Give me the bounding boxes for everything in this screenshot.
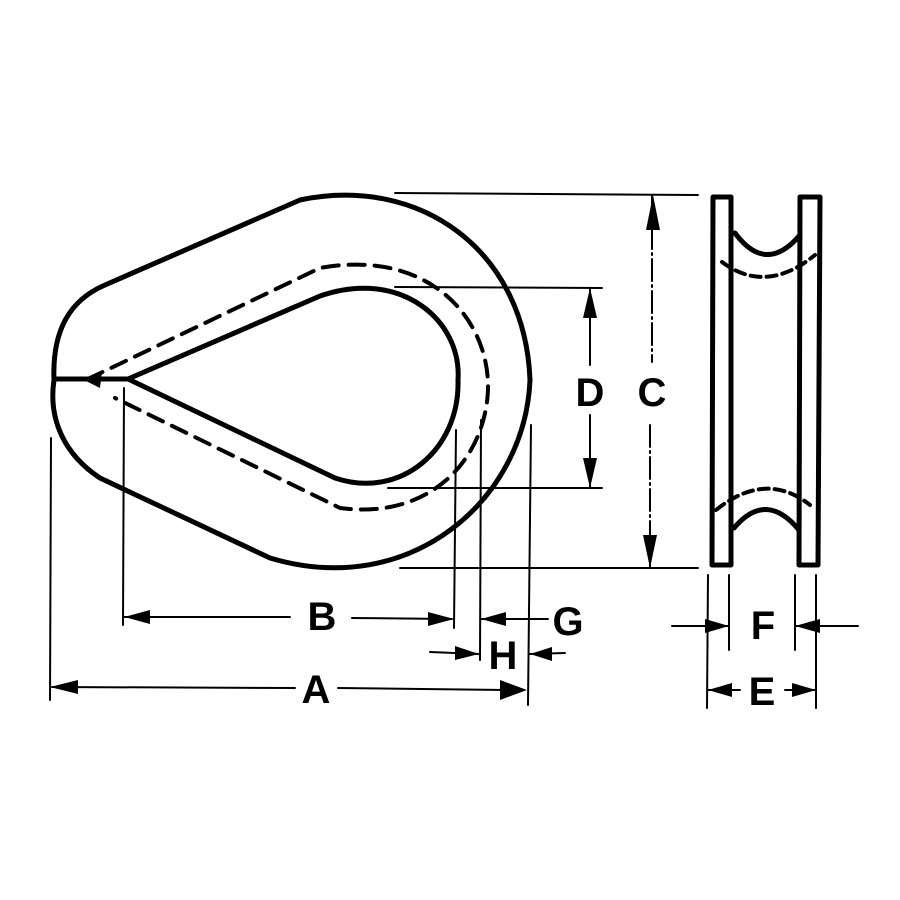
edge-extension-lines — [706, 574, 817, 709]
extension-lines — [49, 192, 699, 706]
label-e: E — [749, 670, 776, 714]
dimension-b: B — [123, 595, 454, 639]
dimension-g: G — [480, 600, 584, 644]
outer-contour-upper — [51, 192, 533, 383]
label-c: C — [638, 371, 667, 415]
top-groove-arc — [732, 230, 803, 257]
label-a: A — [302, 668, 331, 712]
label-h: H — [489, 634, 518, 678]
label-f: F — [751, 604, 775, 648]
left-flange — [709, 194, 734, 568]
right-flange — [796, 194, 823, 568]
bottom-groove-hidden — [714, 486, 812, 512]
thimble-side-view — [50, 192, 533, 571]
outer-contour-lower — [50, 377, 533, 571]
dimension-h: H — [429, 634, 566, 678]
dimension-a: A — [50, 668, 527, 712]
dimension-c: C — [638, 194, 667, 569]
label-b: B — [308, 595, 337, 639]
throat-arrow-icon — [82, 371, 102, 388]
dimension-e: E — [707, 670, 817, 714]
groove-hidden-line — [86, 262, 491, 512]
bottom-groove-arc — [731, 507, 802, 533]
dimension-d: D — [576, 287, 605, 489]
label-g: G — [552, 600, 583, 644]
top-groove-hidden — [720, 253, 817, 279]
dimension-f: F — [671, 604, 859, 648]
label-d: D — [576, 371, 605, 415]
thimble-edge-view — [709, 194, 823, 568]
inner-eye-contour — [125, 285, 461, 486]
